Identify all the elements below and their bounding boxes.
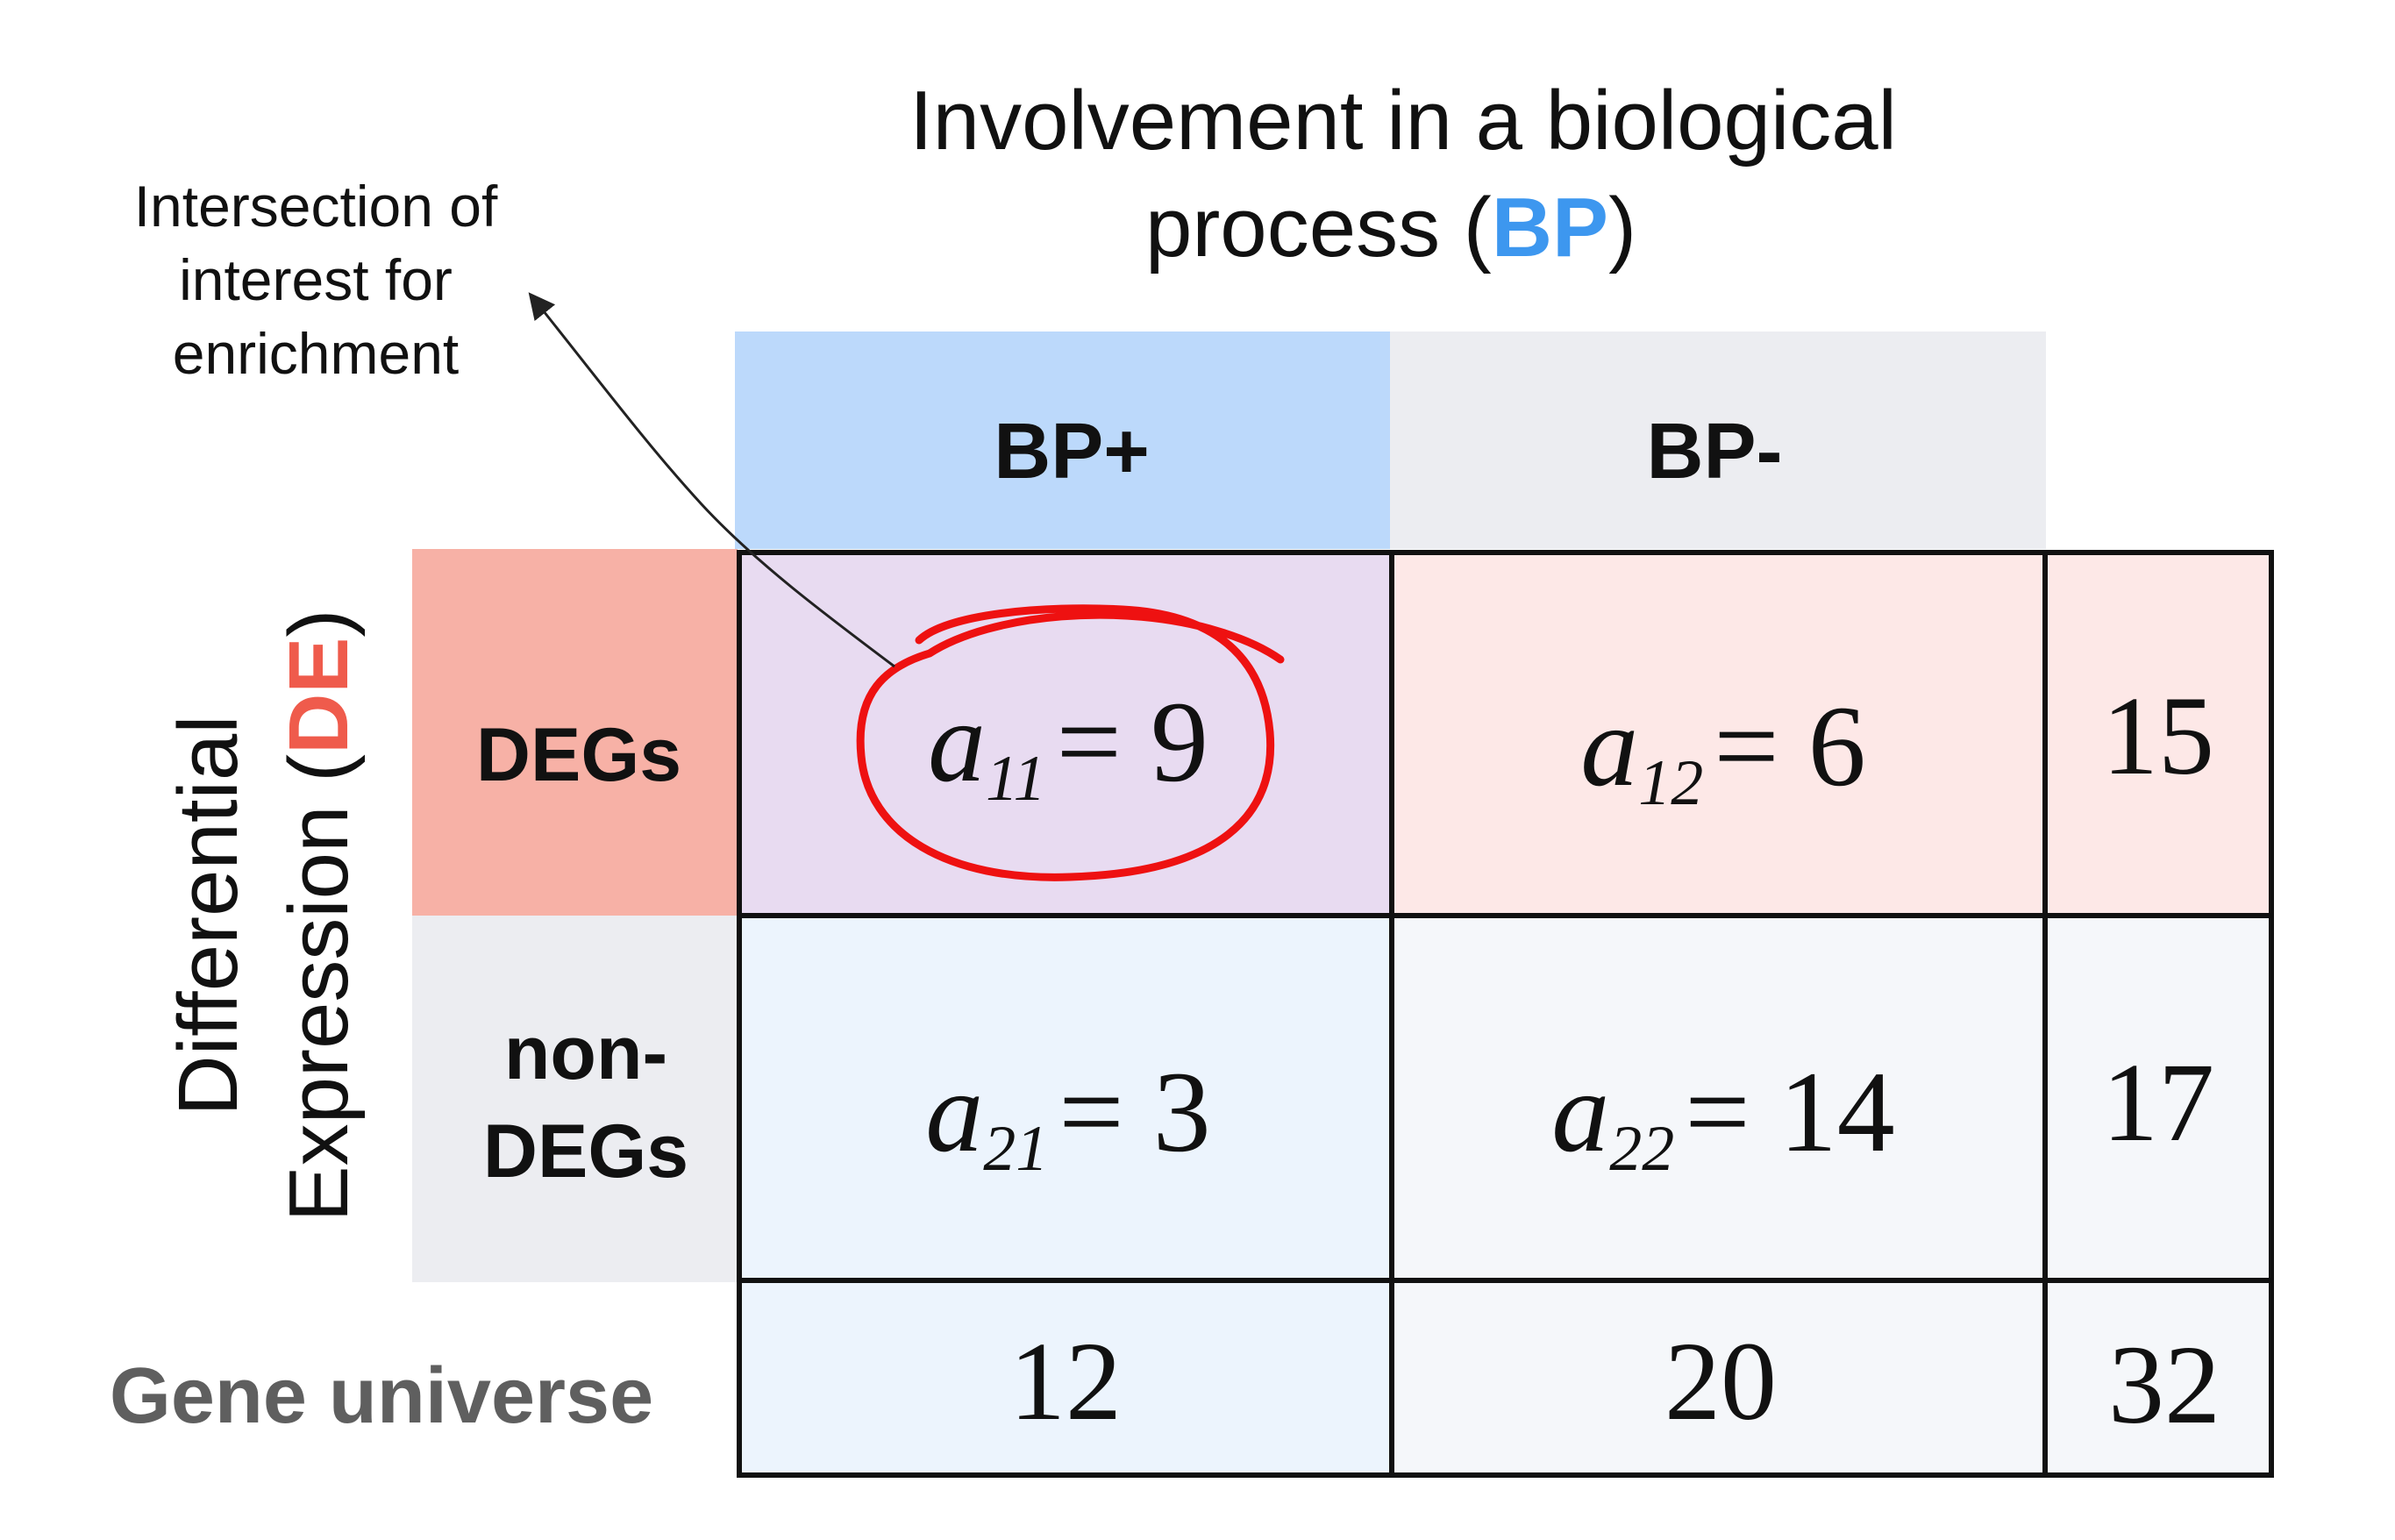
- title-line-2: process (BP): [1145, 181, 1636, 274]
- row-total-non-degs: 17: [2102, 1040, 2214, 1165]
- cell-22-value: 14: [1779, 1047, 1895, 1176]
- row-non-degs-bg: [412, 916, 738, 1282]
- annotation-arrow: [528, 292, 895, 668]
- gene-universe-label: Gene universe: [110, 1352, 653, 1440]
- row-label-non-degs-line-1: non-: [504, 1011, 667, 1095]
- cell-12-var: a: [1580, 681, 1638, 810]
- col-total-1-bg: [739, 1280, 1392, 1475]
- cell-11-var: a: [928, 677, 986, 806]
- row-label-non-degs-line-2: DEGs: [483, 1109, 688, 1194]
- row-axis-line-2-suffix: ): [272, 610, 366, 638]
- col-total-2-bg: [1392, 1280, 2045, 1475]
- header-bp-minus-bg: [1390, 332, 2046, 549]
- title-line-1: Involvement in a biological: [909, 74, 1897, 168]
- annotation-line-1: Intersection of: [134, 174, 498, 239]
- title-line-2-suffix: ): [1608, 181, 1636, 274]
- cell-12: a12= 6: [1580, 681, 1865, 819]
- annotation-line-2: interest for: [179, 247, 453, 312]
- col-total-bp-minus: 20: [1664, 1319, 1777, 1444]
- row-label-degs: DEGs: [476, 713, 681, 797]
- cell-21-value: 3: [1153, 1047, 1211, 1176]
- row-axis-line-2: Expression (DE): [272, 610, 366, 1223]
- row-axis-de-highlight: DE: [272, 638, 366, 754]
- cell-22-var: a: [1551, 1047, 1609, 1176]
- row-degs-bg: [412, 549, 738, 916]
- cell-11: a11= 9: [928, 677, 1208, 815]
- annotation: Intersection of interest for enrichment: [134, 174, 498, 386]
- cell-11-sub: 11: [986, 743, 1046, 815]
- row-axis-line-2-prefix: Expression (: [272, 754, 366, 1223]
- row-axis-line-1: Differential: [161, 715, 255, 1116]
- title-bp-highlight: BP: [1492, 181, 1608, 274]
- highlight-circle: [856, 604, 1285, 881]
- cell-12-value: 6: [1808, 681, 1866, 810]
- row-total-degs: 15: [2102, 674, 2214, 798]
- row-total-1-bg: [2045, 553, 2271, 916]
- table-border: [737, 550, 2274, 1478]
- cell-22-sub: 22: [1609, 1113, 1674, 1185]
- grand-total-bg: [2045, 1280, 2271, 1475]
- cell-21: a21= 3: [925, 1047, 1210, 1185]
- header-bp-minus: BP-: [1647, 408, 1783, 496]
- col-total-bp-plus: 12: [1009, 1319, 1122, 1444]
- annotation-line-3: enrichment: [173, 321, 460, 386]
- row-axis-label: Differential Expression (DE): [161, 610, 366, 1223]
- cell-21-bg: [739, 916, 1392, 1280]
- grand-total: 32: [2108, 1323, 2220, 1447]
- cell-22: a22= 14: [1551, 1047, 1894, 1185]
- cell-21-sub: 21: [983, 1113, 1048, 1185]
- table-grid: [737, 550, 2274, 1478]
- title-line-2-prefix: process (: [1145, 181, 1492, 274]
- cell-22-bg: [1392, 916, 2045, 1280]
- row-total-2-bg: [2045, 916, 2271, 1280]
- header-bp-plus: BP+: [994, 408, 1150, 496]
- cell-12-sub: 12: [1638, 747, 1703, 819]
- cell-12-bg: [1392, 553, 2045, 916]
- cell-11-value: 9: [1151, 677, 1208, 806]
- header-bp-plus-bg: [735, 332, 1390, 549]
- cell-21-var: a: [925, 1047, 983, 1176]
